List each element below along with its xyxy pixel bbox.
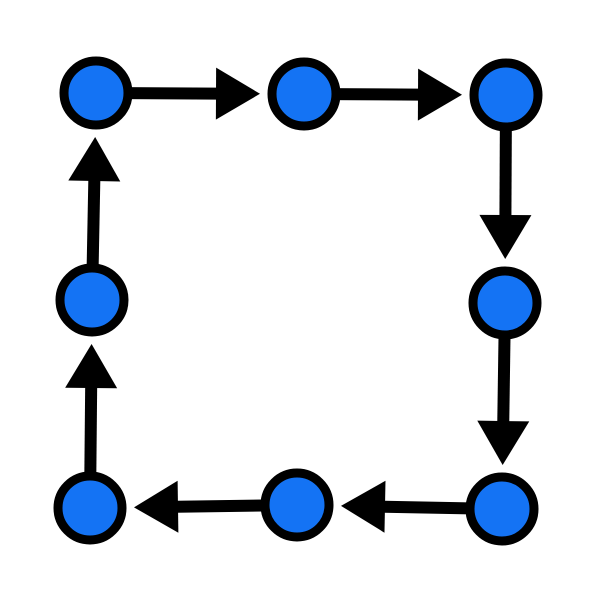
graph-node-right-middle — [468, 266, 542, 340]
edge-arrowhead — [340, 480, 386, 533]
graph-node-bottom-right — [465, 472, 539, 546]
edge-arrowhead — [479, 214, 532, 260]
edge-arrowhead — [215, 67, 261, 120]
edge-arrowhead — [417, 68, 463, 121]
edge-arrowhead — [68, 136, 121, 182]
graph-node-left-middle — [55, 263, 129, 337]
graph-node-top-right — [469, 58, 543, 132]
edge-arrowhead — [133, 480, 179, 533]
graph-node-bottom-left — [53, 471, 127, 545]
edge-arrowhead — [65, 343, 118, 389]
edge-arrowhead — [477, 420, 530, 466]
graph-node-top-middle — [267, 57, 341, 131]
graph-node-top-left — [59, 56, 133, 130]
graph-node-bottom-middle — [260, 468, 334, 542]
